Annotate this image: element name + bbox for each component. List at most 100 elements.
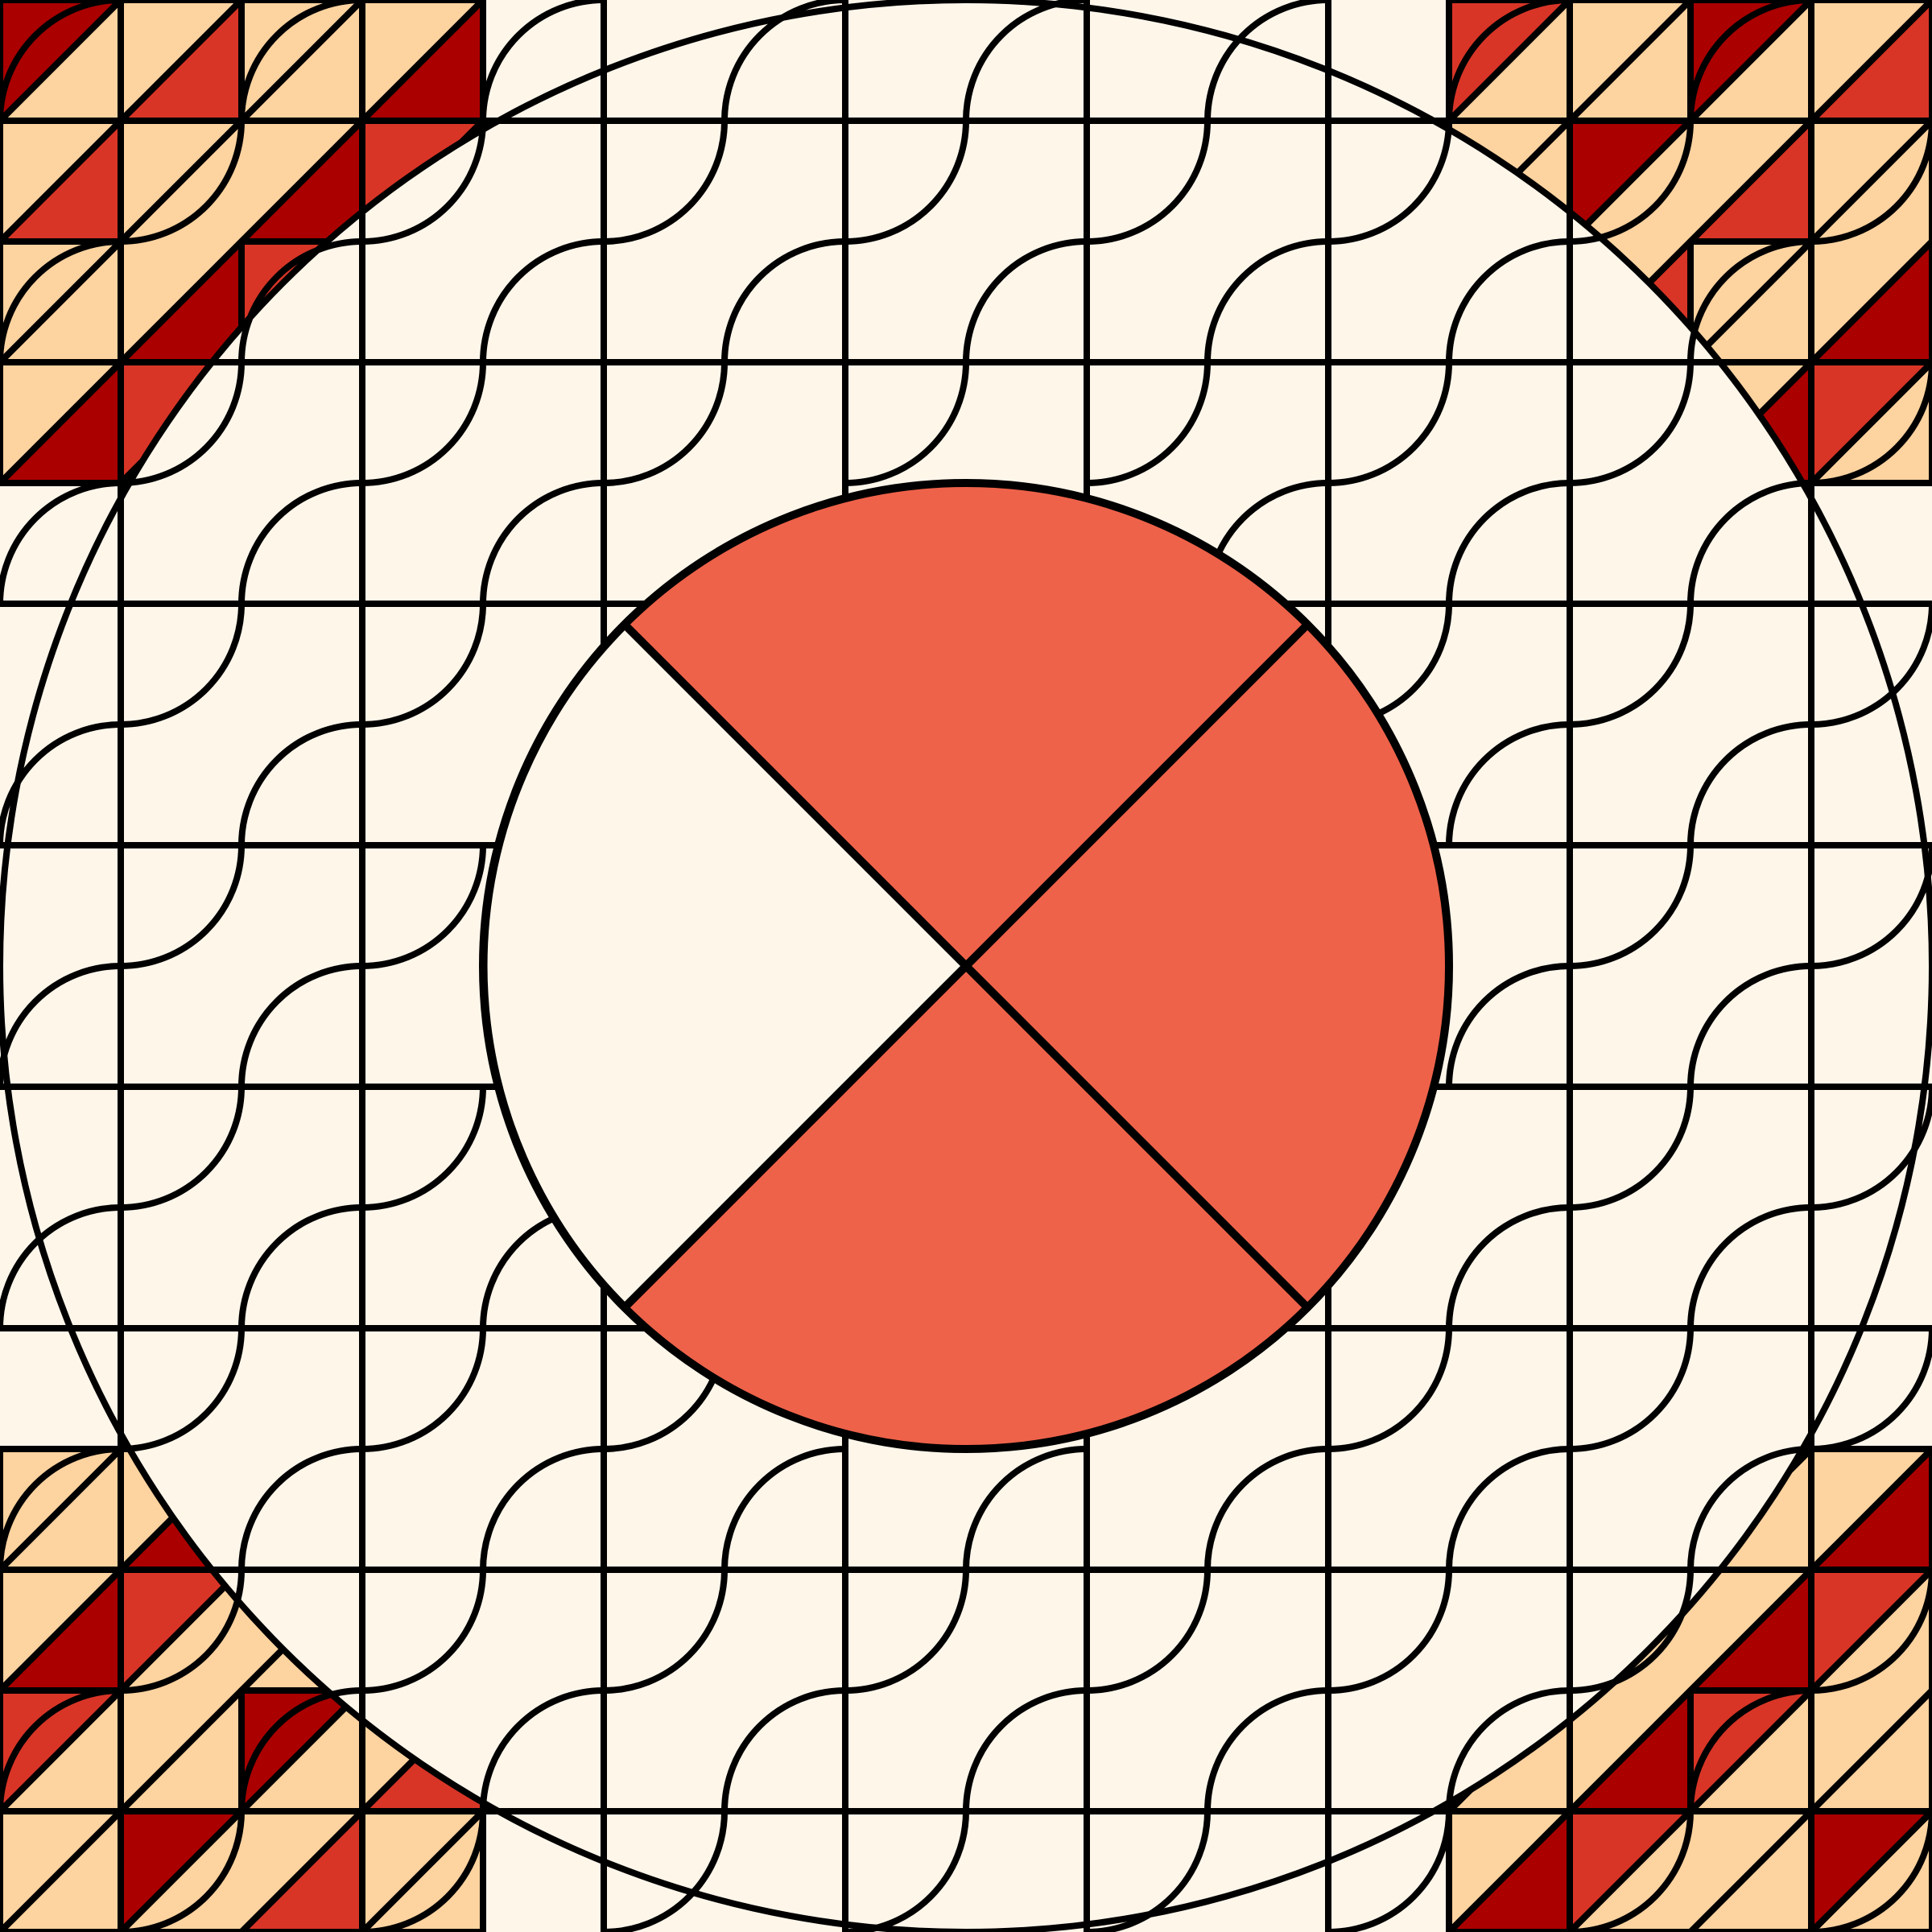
corner-diagonal: [239, 0, 365, 123]
quarter-arc: [0, 238, 124, 365]
quarter-arc: [1567, 1084, 1694, 1211]
quarter-arc: [238, 1687, 365, 1814]
quarter-arc: [359, 359, 486, 486]
quarter-arc: [1325, 1567, 1452, 1694]
quarter-arc: [842, 359, 969, 486]
quarter-arc: [1687, 721, 1814, 848]
quarter-arc: [0, 963, 124, 1090]
quarter-arc: [1687, 480, 1814, 607]
corner-diagonal: [0, 1688, 123, 1814]
corner-diagonal: [0, 360, 123, 485]
quarter-arc: [480, 238, 607, 365]
quarter-arc: [1687, 963, 1814, 1090]
corner-diagonal: [1447, 1809, 1572, 1932]
corner-diagonal: [239, 118, 365, 244]
quarter-arc: [1325, 359, 1452, 486]
corner-diagonal: [1688, 0, 1814, 123]
quarter-arc: [1446, 0, 1573, 124]
quarter-arc: [118, 118, 245, 245]
corner-diagonal: [1688, 118, 1814, 244]
quarter-arc: [480, 1687, 607, 1814]
quarter-arc: [118, 1084, 245, 1211]
quarter-arc: [1808, 359, 1932, 486]
quarter-arc: [238, 0, 365, 124]
corner-diagonal: [1809, 1809, 1932, 1932]
corner-diagonal: [118, 1809, 244, 1932]
quarter-arc: [1204, 1446, 1331, 1573]
corner-diagonal: [0, 1567, 123, 1693]
corner-diagonal: [118, 1567, 244, 1693]
corner-diagonal: [0, 239, 123, 365]
quarter-arc: [1446, 721, 1573, 848]
quarter-arc: [1808, 1325, 1932, 1452]
quarter-arc: [359, 1325, 486, 1452]
corner-diagonal: [1567, 0, 1693, 123]
quarter-arc: [1808, 1084, 1932, 1211]
quarter-arc: [359, 1567, 486, 1694]
quarter-arc: [0, 480, 124, 607]
quarter-arc: [238, 1446, 365, 1573]
quarter-arc: [118, 1808, 245, 1932]
quarter-arc: [1808, 842, 1932, 969]
corner-diagonal: [360, 1809, 485, 1932]
quarter-arc: [601, 118, 728, 245]
quarter-arc: [238, 721, 365, 848]
corner-diagonal: [1688, 1809, 1814, 1932]
quarter-arc: [842, 1808, 969, 1932]
quarter-arc: [1567, 1567, 1694, 1694]
quarter-arc: [118, 1325, 245, 1452]
quarter-arc: [118, 601, 245, 728]
quarter-arc: [359, 1808, 486, 1932]
quarter-arc: [118, 1567, 245, 1694]
quarter-arc: [1446, 963, 1573, 1090]
quarter-arc: [1567, 842, 1694, 969]
quarter-arc: [1325, 118, 1452, 245]
corner-diagonal: [1809, 1567, 1932, 1693]
quarter-arc: [1567, 1325, 1694, 1452]
quarter-arc: [1808, 601, 1932, 728]
quarter-arc: [1084, 359, 1211, 486]
corner-diagonal: [1809, 360, 1932, 485]
corner-diagonal: [0, 1447, 123, 1572]
quarter-arc: [1084, 118, 1211, 245]
corner-diagonal: [118, 118, 244, 244]
quarter-arc: [238, 238, 365, 365]
quarter-arc: [0, 0, 124, 124]
quarter-arc: [359, 1084, 486, 1211]
quarter-arc: [1567, 118, 1694, 245]
quarter-arc: [1808, 1567, 1932, 1694]
quarter-arc: [1446, 480, 1573, 607]
quarter-arc: [721, 238, 848, 365]
quarter-arc: [0, 1204, 124, 1331]
corner-diagonal: [1688, 1688, 1814, 1814]
quarter-arc: [480, 1446, 607, 1573]
quarter-arc: [1446, 1446, 1573, 1573]
quarter-arc: [721, 0, 848, 124]
quarter-arc: [1325, 1808, 1452, 1932]
quarter-arc: [963, 238, 1090, 365]
quarter-arc: [1204, 0, 1331, 124]
quarter-arc: [1084, 1808, 1211, 1932]
quarter-arc: [1808, 118, 1932, 245]
quarter-arc: [359, 842, 486, 969]
quarter-arc: [118, 842, 245, 969]
corner-diagonal: [1809, 239, 1932, 365]
quarter-arc: [238, 963, 365, 1090]
quarter-arc: [359, 118, 486, 245]
corner-diagonal: [239, 1688, 365, 1814]
quarter-arc: [1204, 238, 1331, 365]
quarter-arc: [1446, 238, 1573, 365]
quarter-arc: [1687, 1204, 1814, 1331]
center-disc-left-wedge: [479, 618, 972, 1314]
corner-diagonal: [1809, 0, 1932, 123]
corner-diagonal: [118, 0, 244, 123]
corner-diagonal: [1447, 0, 1572, 123]
quarter-arc: [1446, 1687, 1573, 1814]
quarter-arc: [1808, 1808, 1932, 1932]
corner-diagonal: [118, 239, 244, 365]
quarter-arc: [0, 721, 124, 848]
quarter-arc: [721, 1687, 848, 1814]
quarter-arc: [238, 1204, 365, 1331]
